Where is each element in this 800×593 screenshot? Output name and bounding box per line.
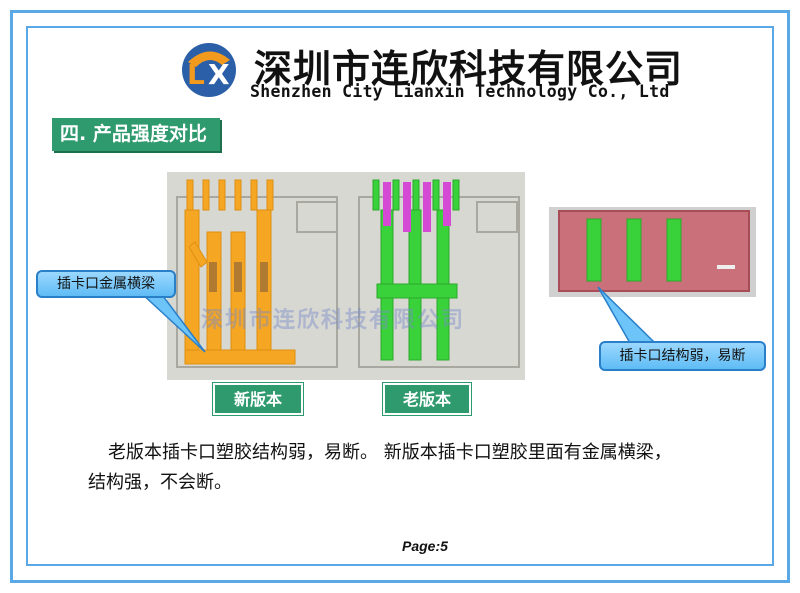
product-comparison-photo: 深圳市连欣科技有限公司 <box>167 172 525 380</box>
page-number: Page:5 <box>402 538 448 554</box>
watermark-text: 深圳市连欣科技有限公司 <box>201 308 466 333</box>
lx-logo-icon: L X <box>182 43 236 97</box>
callout-weak-structure: 插卡口结构弱，易断 <box>599 341 766 371</box>
broken-slot-photo <box>549 207 756 297</box>
inner-frame <box>26 26 774 566</box>
section-title: 四. 产品强度对比 <box>52 118 220 151</box>
company-name-en: Shenzhen City Lianxin Technology Co., Lt… <box>250 82 670 101</box>
callout-metal-beam: 插卡口金属横梁 <box>36 270 176 298</box>
label-new-version: 新版本 <box>213 383 303 415</box>
svg-text:L: L <box>187 58 205 91</box>
svg-text:X: X <box>208 58 230 91</box>
description-text: 老版本插卡口塑胶结构弱，易断。 新版本插卡口塑胶里面有金属横梁， 结构强，不会断… <box>88 438 728 498</box>
connector-diagram <box>167 172 525 380</box>
outer-frame <box>10 10 790 583</box>
old-slot-closeup <box>549 207 756 297</box>
label-old-version: 老版本 <box>383 383 471 415</box>
company-name-cn: 深圳市连欣科技有限公司 <box>254 47 684 91</box>
description-line-1: 老版本插卡口塑胶结构弱，易断。 新版本插卡口塑胶里面有金属横梁， <box>108 442 672 463</box>
description-line-2: 结构强，不会断。 <box>88 472 232 493</box>
